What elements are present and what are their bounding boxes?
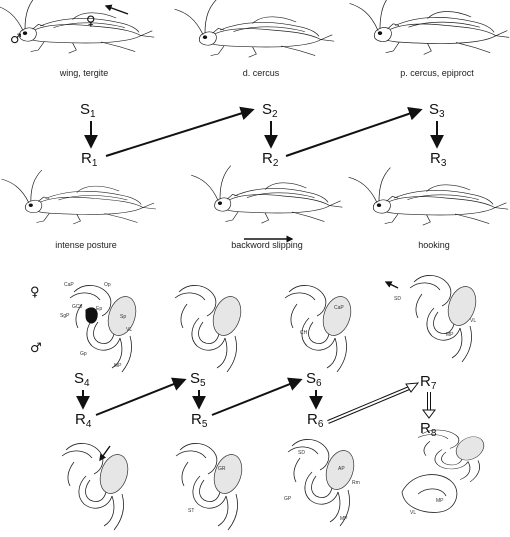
svg-text:SgP: SgP [60,313,70,319]
svg-text:ST: ST [188,508,194,514]
svg-text:AP: AP [338,466,345,472]
svg-text:CaP: CaP [64,282,74,288]
stimulus-s4: S4 [74,370,90,389]
genitalia-panel-3: CH CaP [284,285,356,373]
response-r1: R1 [81,150,98,169]
svg-text:Op: Op [104,282,111,288]
genitalia-panel-4: SD VL MP [384,275,481,363]
arrow-r6-r7 [327,382,420,424]
svg-text:VL: VL [126,327,132,333]
svg-text:GCb: GCb [72,304,83,310]
genitalia-panel-7: SD AP Rm GP MP [284,439,360,527]
svg-text:MP: MP [446,332,454,338]
caption-backward-slipping: backword slipping [231,240,303,250]
response-r3: R3 [430,150,447,169]
svg-text:VL: VL [470,318,476,324]
svg-text:GP: GP [284,496,292,502]
svg-text:Sp: Sp [120,314,126,320]
cricket-pair-cercus-epiproct [349,0,510,55]
svg-text:MP: MP [340,516,348,522]
stimulus-s3: S3 [429,101,445,120]
svg-text:SD: SD [394,296,401,302]
male-symbol-genitalia: ♂ [30,341,42,356]
arrow-r5-s6 [211,377,303,416]
svg-text:GR: GR [218,466,226,472]
cricket-pair-intense-posture [0,169,157,225]
stimulus-s5: S5 [190,370,206,389]
genitalia-panel-1: CaP Op GCb SgP Ep Sp VL Gp MP [60,282,141,373]
female-symbol-genitalia: ♀ [30,285,40,300]
svg-text:CaP: CaP [334,305,344,311]
response-r7: R7 [420,373,437,392]
cricket-pair-wing-tergite [0,0,155,54]
caption-cercus-epiproct: p. cercus, epiproct [400,68,474,78]
genitalia-panel-2 [174,285,246,373]
svg-text:MP: MP [436,498,444,504]
response-r4: R4 [75,411,92,430]
response-r6: R6 [307,411,324,430]
response-r8: R8 [420,420,437,439]
caption-intense-posture: intense posture [55,240,117,250]
stimulus-s1: S1 [80,101,96,120]
female-symbol: ♀ [86,14,96,29]
svg-text:MP: MP [114,363,122,369]
cricket-pair-hooking [348,167,509,226]
arrow-r4-s5 [95,377,187,416]
response-r2: R2 [262,150,279,169]
stimulus-s6: S6 [306,370,322,389]
svg-text:Gp: Gp [80,351,87,357]
svg-text:Rm: Rm [352,480,360,486]
cricket-pair-dorsal-cercus [174,0,335,58]
svg-text:Ep: Ep [96,306,102,312]
svg-text:CH: CH [300,330,308,336]
arrow-r7-r8 [422,392,436,419]
genitalia-panel-8: VL MP [401,429,489,516]
svg-text:VL: VL [410,510,416,516]
stimulus-s2: S2 [262,101,278,120]
arrow-r1-s2 [105,106,255,157]
arrow-r2-s3 [285,107,423,157]
response-r5: R5 [191,411,208,430]
cricket-pair-backward-slipping [190,165,343,243]
male-symbol: ♂ [10,32,22,47]
caption-dorsal-cercus: d. cercus [243,68,280,78]
genitalia-panel-6: GR ST [175,443,247,531]
caption-hooking: hooking [418,240,450,250]
svg-text:SD: SD [298,450,305,456]
caption-wing-tergite: wing, tergite [59,68,109,78]
genitalia-panel-5 [61,443,133,531]
